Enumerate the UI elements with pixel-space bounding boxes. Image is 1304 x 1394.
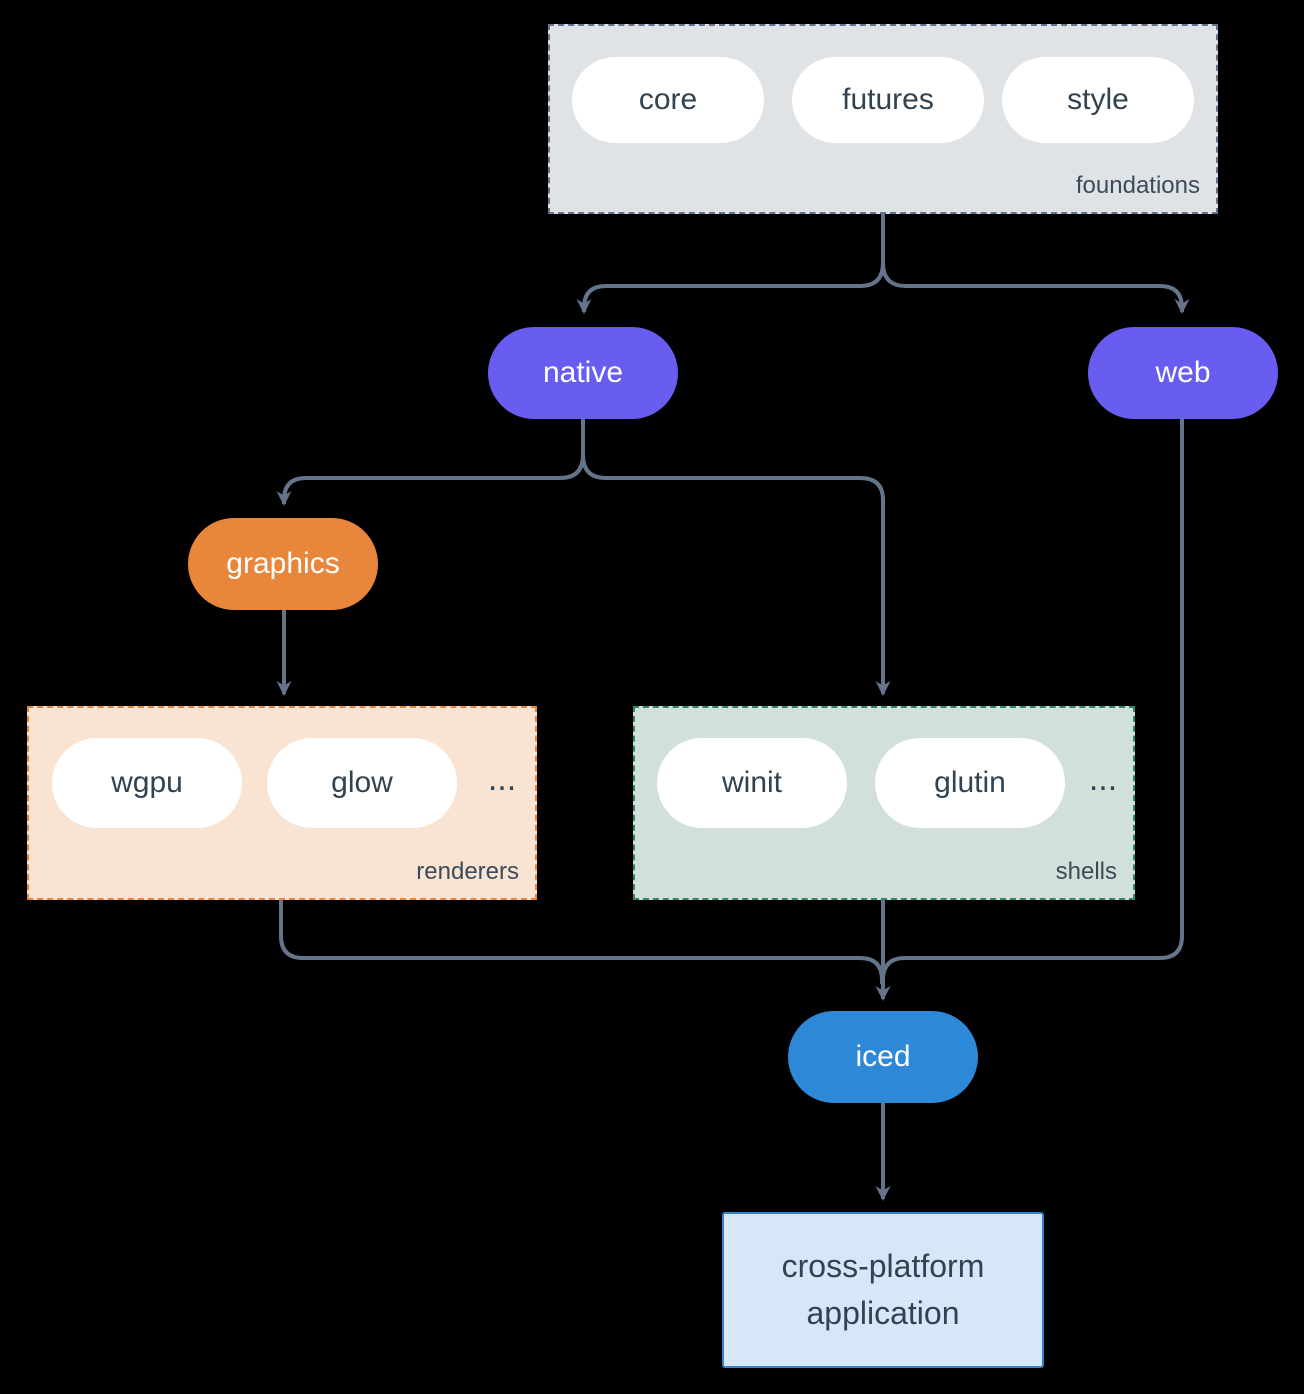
renderers-label: renderers (416, 858, 519, 885)
shells-ellipsis: ... (1088, 760, 1118, 798)
core-node: core (572, 57, 764, 143)
shells-group: winit glutin ... shells (633, 706, 1135, 900)
cross-platform-application-node: cross-platform application (722, 1212, 1044, 1368)
wgpu-node: wgpu (52, 738, 242, 828)
graphics-node: graphics (188, 518, 378, 610)
application-label-line1: cross-platform (781, 1248, 985, 1284)
renderers-group: wgpu glow ... renderers (27, 706, 537, 900)
style-node: style (1002, 57, 1194, 143)
edge-native-graphics (276, 419, 585, 506)
glutin-node: glutin (875, 738, 1065, 828)
shells-label: shells (1055, 858, 1117, 885)
foundations-label: foundations (1075, 172, 1200, 199)
web-node: web (1088, 327, 1278, 419)
iced-node: iced (788, 1011, 978, 1103)
foundations-group: core futures style foundations (548, 24, 1218, 214)
edge-foundations-web (881, 214, 1190, 314)
renderers-ellipsis: ... (487, 760, 517, 798)
edge-foundations-native (576, 214, 885, 314)
application-label-line2: application (806, 1295, 960, 1331)
glow-node: glow (267, 738, 457, 828)
futures-node: futures (792, 57, 984, 143)
winit-node: winit (657, 738, 847, 828)
edge-native-shells (581, 419, 891, 696)
edge-renderers-iced (279, 900, 884, 984)
native-node: native (488, 327, 678, 419)
